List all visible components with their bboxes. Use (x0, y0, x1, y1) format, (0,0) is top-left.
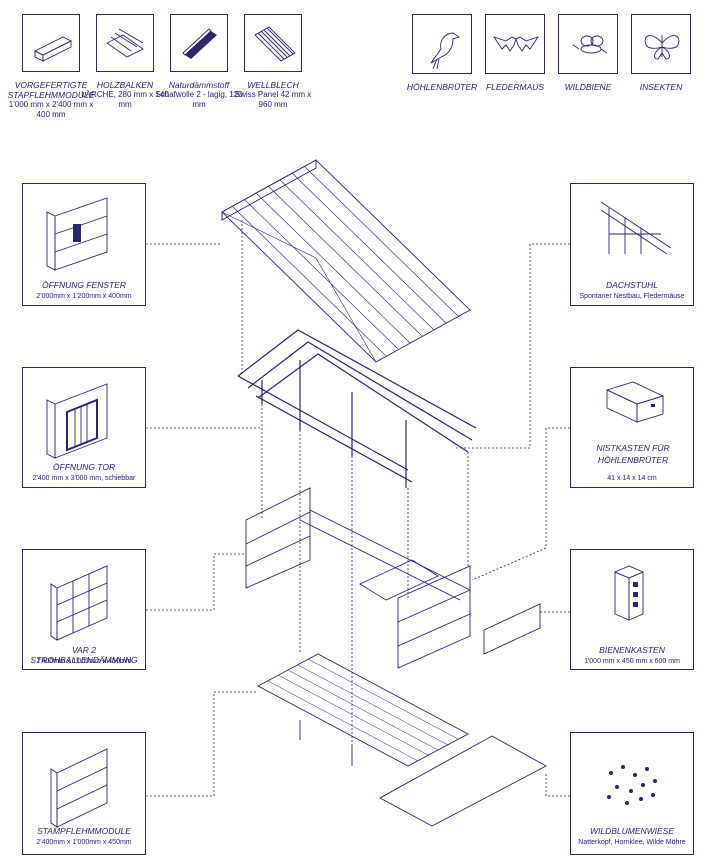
butterfly-icon (644, 35, 680, 60)
timber-beams-icon (106, 28, 144, 58)
roof-truss-frame (237, 329, 477, 488)
detail-box-bee-hive (570, 549, 694, 670)
detail-box-wildflowers (570, 732, 694, 855)
bat-icon (492, 36, 540, 52)
material-title: Naturdämmstoff (168, 80, 230, 90)
detail-title: STAMPFLEHMMODULE (37, 826, 131, 836)
detail-title: BIENENKASTEN (599, 645, 665, 655)
detail-box-straw (22, 549, 146, 670)
detail-sub: 2'400 mm x 3'000 mm, schiebbar (32, 475, 136, 482)
roof-truss-icon (600, 201, 672, 255)
straw-bale-wall-icon (50, 565, 108, 641)
detail-sub: 1'000 mm x 450 mm x 600 mm (584, 658, 680, 665)
corrugated-sheet-icon (254, 26, 296, 62)
material-label-sheet: WELLBLECH Swiss Panel 42 mm x 960 mm (227, 80, 319, 110)
detail-sub: 2'400mm x 1'000mm x 450mm (36, 839, 132, 846)
detail-title: VAR 2 STROHBALLENDÄMMUNG (30, 645, 138, 665)
stacked-clay-block-icon (33, 36, 73, 62)
detail-sub: 41 x 14 x 14 cm (607, 475, 657, 482)
floor-deck (257, 653, 469, 767)
material-label-timber: HOLZBALKEN LÄRCHE, 280 mm x 140 mm (79, 80, 171, 110)
clay-wall-window-icon (46, 197, 108, 271)
leader-lines (146, 243, 570, 797)
material-title: WELLBLECH (247, 80, 299, 90)
insulation-panel-icon (182, 28, 217, 59)
detail-sub: Natterkopf, Hornklee, Wilde Möhre (578, 839, 686, 846)
detail-box-roof-truss (570, 183, 694, 306)
material-sub: Schafwolle 2 - lagig, 120 mm (155, 90, 243, 109)
detail-box-rammed-earth (22, 732, 146, 855)
animal-box-bee (558, 14, 618, 74)
bee-icon (572, 35, 608, 54)
animal-label: INSEKTEN (639, 82, 683, 92)
detail-box-window (22, 183, 146, 306)
nest-box-icon (605, 381, 665, 423)
animal-label: HÖHLENBRÜTER (406, 82, 478, 92)
material-sub: 1'000 mm x 2'400 mm x 400 mm (8, 100, 94, 119)
animal-label: WILDBIENE (564, 82, 612, 92)
wildflower-meadow-icon (607, 765, 657, 805)
detail-title: WILDBLUMENWIESE (589, 826, 675, 836)
alignment-lines (241, 220, 469, 746)
material-sub: Swiss Panel 42 mm x 960 mm (234, 90, 312, 109)
material-title: HOLZBALKEN (96, 80, 154, 90)
bee-hive-icon (613, 565, 645, 621)
detail-box-gate (22, 367, 146, 488)
clay-walls (245, 487, 541, 669)
material-sub: LÄRCHE, 280 mm x 140 mm (81, 90, 169, 109)
animal-box-bird (412, 14, 472, 74)
material-box-sheet (244, 14, 302, 72)
corrugated-roof (221, 159, 471, 363)
detail-title: NISTKASTEN FÜR HÖHLENBRÜTER (596, 443, 670, 465)
detail-box-nest-box: NISTKASTEN FÜR HÖHLENBRÜTER (570, 367, 694, 488)
detail-title: ÖFFNUNG TOR (52, 462, 116, 472)
animal-box-butterfly (631, 14, 691, 74)
material-title: VORGEFERTIGTE STAPFLEHMMODULE (7, 80, 95, 100)
detail-title: ÖFFNUNG FENSTER (41, 280, 127, 290)
material-label-insulation: Naturdämmstoff Schafwolle 2 - lagig, 120… (153, 80, 245, 110)
animal-box-bat (485, 14, 545, 74)
detail-sub: 2'000mm x 1'200mm x 400mm (36, 293, 132, 300)
detail-sub: Spontaner Nestbau, Fledermäuse (579, 293, 685, 300)
clay-wall-gate-icon (46, 383, 108, 459)
material-box-timber (96, 14, 154, 72)
detail-sub: 2'400mm x 1'000mm x 450mm (36, 658, 132, 665)
animal-label: FLEDERMAUS (485, 82, 545, 92)
material-box-insulation (170, 14, 228, 72)
rammed-earth-wall-icon (50, 748, 108, 828)
bird-icon (430, 32, 461, 70)
meadow-ground (379, 735, 547, 827)
detail-title: DACHSTUHL (606, 280, 658, 290)
material-box-clay-modules (22, 14, 80, 72)
material-label-clay-modules: VORGEFERTIGTE STAPFLEHMMODULE 1'000 mm x… (5, 80, 97, 120)
